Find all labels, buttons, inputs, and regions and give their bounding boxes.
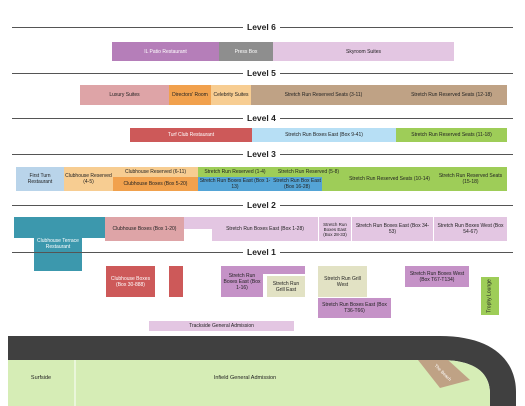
section-trackside-general-admission[interactable]: Trackside General Admission [149, 321, 294, 331]
section-stretch-run-reserved-5-8[interactable]: Stretch Run Reserved (5-8) [272, 167, 345, 177]
section-skyroom-suites[interactable]: Skyroom Suites [273, 42, 454, 61]
section-stretch-run-reserved-12-18[interactable]: Stretch Run Reserved Seats (12-18) [396, 85, 507, 105]
section-stretch-run-reserved-1-4[interactable]: Stretch Run Reserved (1-4) [198, 167, 272, 177]
section-clubhouse-terrace-restaurant[interactable]: Clubhouse Terrace Restaurant [34, 217, 82, 271]
section-luxury-suites[interactable]: Luxury Suites [80, 85, 169, 105]
level-2-label: Level 2 [243, 200, 280, 210]
section-stretch-run-boxes-east-28-33[interactable]: Stretch Run Boxes East (Box 28-33) [318, 217, 351, 241]
infield-general-admission-area[interactable] [8, 360, 490, 406]
the-beach-area[interactable] [418, 360, 470, 388]
section-celebrity-suites[interactable]: Celebrity Suites [211, 85, 251, 105]
section-stretch-run-reserved-3-11[interactable]: Stretch Run Reserved Seats (3-11) [251, 85, 396, 105]
section-stretch-run-boxes-west-54-67[interactable]: Stretch Run Boxes West (Box 54-67) [433, 217, 507, 241]
section-trophy-lounge[interactable]: Trophy Lounge [481, 277, 499, 315]
section-stretch-run-boxes-east-t36-t66[interactable]: Stretch Run Boxes East (Box T36-T66) [318, 298, 391, 318]
section-clubhouse-boxes-5-20[interactable]: Clubhouse Boxes (Box 5-20) [113, 177, 198, 191]
section-stretch-run-reserved-15-18[interactable]: Stretch Run Reserved Seats (15-18) [434, 167, 507, 191]
section-stretch-run-boxes-east-34-53[interactable]: Stretch Run Boxes East (Box 34-53) [351, 217, 433, 241]
section-stretch-run-boxes-west-t67-t134[interactable]: Stretch Run Boxes West (Box T67-T134) [405, 266, 469, 287]
section-stretch-run-boxes-east-9-41[interactable]: Stretch Run Boxes East (Box 9-41) [252, 128, 396, 142]
level-6-label: Level 6 [243, 22, 280, 32]
racetrack-oval [8, 336, 516, 406]
section-clubhouse-boxes-30-888[interactable]: Clubhouse Boxes (Box 30-888) [106, 266, 155, 297]
section-surfside[interactable]: Surfside [30, 375, 52, 381]
section-stretch-run-boxes-east-1-16[interactable]: Stretch Run Boxes East (Box 1-16) [221, 266, 263, 297]
section-turf-club-restaurant[interactable]: Turf Club Restaurant [130, 128, 252, 142]
section-stretch-run-reserved-10-14[interactable]: Stretch Run Reserved Seats (10-14) [345, 167, 434, 191]
level-3-notch-fill [322, 177, 345, 191]
section-stretch-run-boxes-east-1-28-notch[interactable] [184, 217, 212, 229]
the-beach-label: The Beach [433, 362, 453, 382]
section-stretch-run-grill-east[interactable]: Stretch Run Grill East [267, 276, 305, 297]
section-stretch-run-reserved-11-18[interactable]: Stretch Run Reserved Seats (11-18) [396, 128, 507, 142]
section-stretch-run-boxes-east-1-16-top[interactable] [263, 266, 305, 274]
level-1-label: Level 1 [243, 247, 280, 257]
section-infield-general-admission[interactable]: Infield General Admission [213, 375, 277, 381]
level-3-label: Level 3 [243, 149, 280, 159]
section-clubhouse-boxes-1-20[interactable]: Clubhouse Boxes (Box 1-20) [105, 217, 184, 241]
section-first-turn-restaurant[interactable]: First Turn Restaurant [16, 167, 64, 191]
section-clubhouse-reserved-4-5[interactable]: Clubhouse Reserved (4-5) [64, 167, 113, 191]
section-il-patio-restaurant[interactable]: IL Patio Restaurant [112, 42, 219, 61]
section-stretch-run-box-east-16-28[interactable]: Stretch Run Box East (Box 16-28) [272, 177, 322, 191]
section-clubhouse-reserved-6-11[interactable]: Clubhouse Reserved (6-11) [113, 167, 198, 177]
section-stretch-run-boxes-east-1-28[interactable]: Stretch Run Boxes East (Box 1-28) [212, 217, 318, 241]
section-press-box[interactable]: Press Box [219, 42, 273, 61]
section-clubhouse-boxes-annex[interactable] [169, 266, 183, 297]
section-stretch-run-boxes-east-1-13[interactable]: Stretch Run Boxes East (Box 1-13) [198, 177, 272, 191]
level-4-label: Level 4 [243, 113, 280, 123]
section-stretch-run-grill-west[interactable]: Stretch Run Grill West [318, 266, 367, 297]
level-5-label: Level 5 [243, 68, 280, 78]
section-directors-room[interactable]: Directors' Room [169, 85, 211, 105]
